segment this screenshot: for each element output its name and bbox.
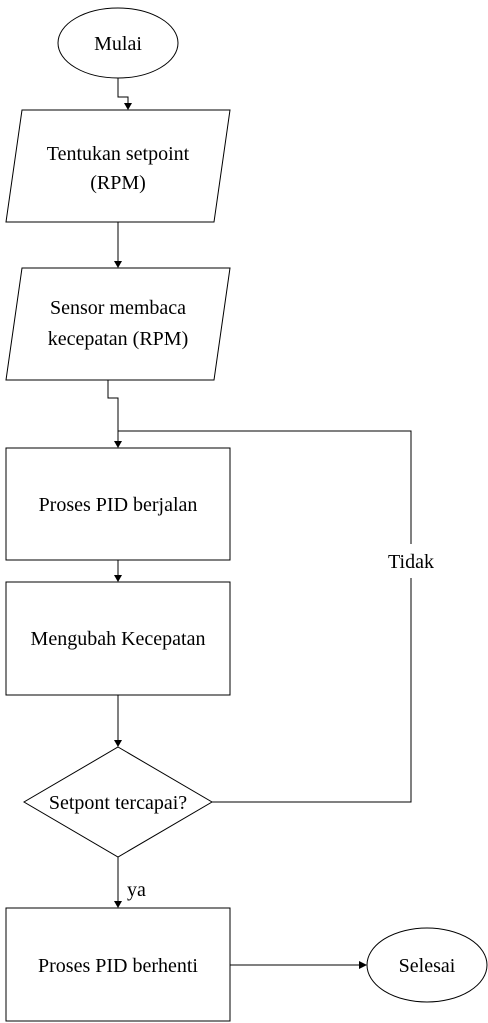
start-label: Mulai xyxy=(94,33,142,55)
connector-decision-to-stop: ya xyxy=(114,857,146,908)
sensor-label-line1: Sensor membaca xyxy=(50,297,186,319)
decision-setpoint-reached: Setpont tercapai? xyxy=(23,746,213,858)
connector-setpoint-to-sensor xyxy=(114,222,122,268)
end-terminal: Selesai xyxy=(366,927,488,1003)
setpoint-label-line2: (RPM) xyxy=(90,172,146,194)
connector-start-to-setpoint xyxy=(117,78,132,110)
connector-speed-to-decision xyxy=(114,695,122,747)
edge-no-label: Tidak xyxy=(388,551,434,573)
input-setpoint: Tentukan setpoint (RPM) xyxy=(5,109,231,223)
process-pid-stop: Proses PID berhenti xyxy=(5,907,231,1022)
pid-running-label: Proses PID berjalan xyxy=(39,494,198,516)
process-change-speed: Mengubah Kecepatan xyxy=(5,581,231,696)
setpoint-label-line1: Tentukan setpoint xyxy=(47,143,190,165)
change-speed-label: Mengubah Kecepatan xyxy=(31,628,206,650)
edge-yes-label: ya xyxy=(127,879,146,901)
sensor-label-line2: kecepatan (RPM) xyxy=(48,328,189,350)
connector-pid-to-speed xyxy=(114,560,122,582)
connector-stop-to-end xyxy=(230,961,367,969)
input-sensor: Sensor membaca kecepatan (RPM) xyxy=(5,267,231,381)
end-label: Selesai xyxy=(399,955,456,977)
pid-stop-label: Proses PID berhenti xyxy=(38,955,198,977)
decision-label: Setpont tercapai? xyxy=(49,792,187,814)
process-pid-running: Proses PID berjalan xyxy=(5,447,231,561)
start-terminal: Mulai xyxy=(57,7,179,79)
connector-loop-no: Tidak xyxy=(118,430,444,803)
connector-sensor-to-pid xyxy=(107,380,122,448)
